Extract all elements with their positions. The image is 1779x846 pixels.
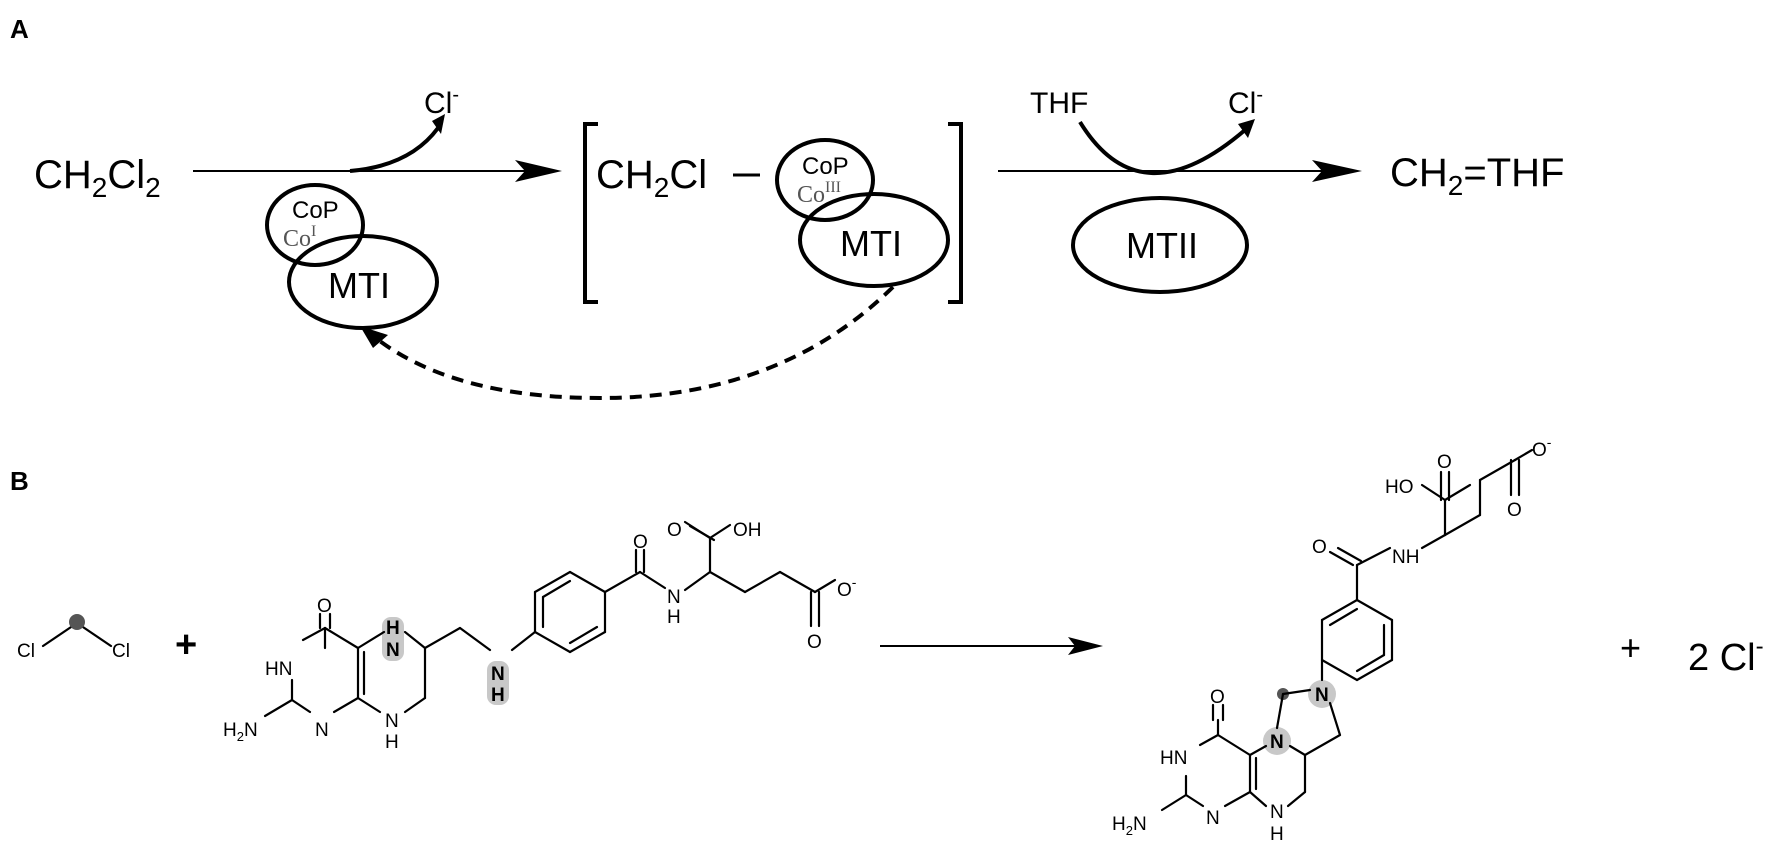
- prod-n-ring: N: [1206, 808, 1220, 829]
- thf-curved-arrow-head: [1238, 119, 1255, 138]
- thf-h2n: H2N: [223, 720, 258, 744]
- dcm-cl-left: Cl: [17, 641, 35, 662]
- thf-oh: OH: [733, 520, 762, 541]
- prod-o-minus: O-: [1532, 434, 1552, 461]
- panel-b: B Cl Cl +: [10, 434, 1764, 845]
- prod-n10: N: [1315, 685, 1329, 706]
- panel-a: A CH2Cl2 Cl- CoP CoI MTI CH2Cl: [10, 14, 1564, 401]
- prod-nh-amide: NH: [1392, 547, 1419, 568]
- cl-release-arrow-1: [349, 126, 440, 173]
- recycle-arrow: [370, 285, 895, 401]
- mtii-label: MTII: [1126, 225, 1198, 266]
- chloride-label-1: Cl-: [424, 84, 459, 120]
- thf-n10-n: N: [491, 664, 505, 685]
- thf-hn: HN: [265, 659, 292, 680]
- cobalt-iii-label: CoIII: [797, 179, 841, 208]
- plus-sign-2: +: [1620, 627, 1641, 668]
- thf-o-acid: O: [667, 520, 682, 541]
- chloride-label-2: Cl-: [1228, 84, 1263, 120]
- recycle-arrow-head: [360, 326, 388, 348]
- methylene-thf-structure: O HN H2N N N H N N O NH HO O O- O: [1112, 434, 1552, 845]
- reaction-arrow-1-head: [515, 160, 562, 182]
- mti-label-2: MTI: [840, 223, 902, 264]
- n5-highlight-product: [1263, 727, 1291, 755]
- thf-n5-n: N: [386, 640, 400, 661]
- thf-o-carbox: O: [807, 632, 822, 653]
- prod-hn: HN: [1160, 748, 1187, 769]
- thf-n5-h: H: [386, 618, 400, 639]
- cl-release-arrow-1-head: [432, 114, 445, 134]
- thf-nh-amide-h: H: [667, 607, 681, 628]
- thf-o-minus: O-: [837, 574, 857, 601]
- thf-nh-bottom-h: H: [385, 732, 399, 753]
- dichloromethane-structure: Cl Cl: [17, 614, 130, 662]
- mti-enzyme-2: [798, 192, 950, 288]
- mti-label-1: MTI: [328, 265, 390, 306]
- chloride-product: 2 Cl-: [1688, 633, 1764, 679]
- cop-label-1: CoP: [292, 197, 339, 224]
- dcm-cl-right: Cl: [112, 641, 130, 662]
- prod-o-acid: O: [1437, 452, 1452, 473]
- thf-curved-arrow: [1078, 120, 1247, 176]
- n10-highlight-product: [1308, 680, 1336, 708]
- thf-reagent-label: THF: [1030, 87, 1088, 120]
- thf-o-amide: O: [633, 532, 648, 553]
- product-ch2-thf: CH2=THF: [1390, 151, 1564, 201]
- panel-a-label: A: [10, 14, 29, 44]
- cobalt-i-label: CoI: [283, 223, 316, 252]
- bracket-left: [583, 122, 598, 304]
- prod-nh-bottom-h: H: [1270, 824, 1284, 845]
- bracket-right: [948, 122, 963, 304]
- thf-n-ring: N: [315, 720, 329, 741]
- mtii-enzyme: [1071, 196, 1249, 294]
- n5-highlight: [382, 617, 404, 661]
- cop-enzyme-2: [775, 138, 875, 222]
- panel-b-label: B: [10, 466, 29, 496]
- tetrahydrofolate-structure: O HN H2N N N H H N N H O N H O OH O- O: [223, 520, 857, 753]
- intermediate-ch2cl: CH2Cl: [596, 153, 707, 203]
- prod-o-amide: O: [1312, 537, 1327, 558]
- n10-highlight: [487, 661, 509, 705]
- dcm-carbon-dot: [69, 614, 85, 630]
- thf-n10-h: H: [491, 685, 505, 706]
- cop-enzyme-1: [265, 183, 365, 267]
- prod-ho: HO: [1385, 477, 1414, 498]
- prod-o-carbox: O: [1507, 500, 1522, 521]
- reaction-arrow-b-head: [1068, 637, 1103, 655]
- plus-sign-1: +: [175, 624, 197, 666]
- substrate-dcm: CH2Cl2: [34, 153, 161, 203]
- thf-nh-amide-n: N: [667, 587, 681, 608]
- thf-o-carbonyl: O: [317, 596, 332, 617]
- prod-n5: N: [1270, 732, 1284, 753]
- cop-label-2: CoP: [802, 153, 849, 180]
- prod-o-carbonyl: O: [1210, 687, 1225, 708]
- prod-nh-bottom-n: N: [1270, 802, 1284, 823]
- reaction-arrow-2-head: [1312, 160, 1362, 182]
- prod-h2n: H2N: [1112, 814, 1147, 838]
- thf-nh-bottom-n: N: [385, 711, 399, 732]
